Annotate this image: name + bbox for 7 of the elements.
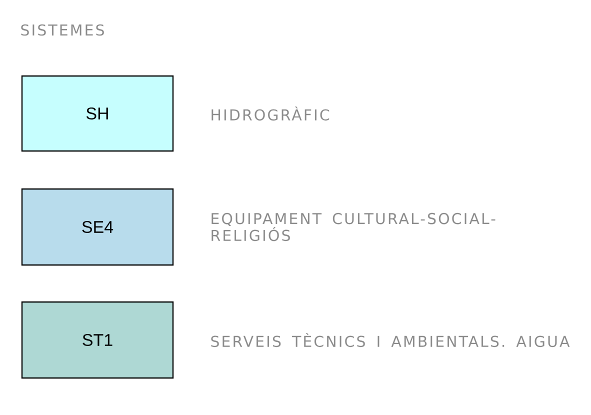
swatch-code: ST1: [82, 334, 112, 346]
legend-title: SISTEMES: [21, 24, 104, 36]
legend-text: HIDROGRÀFIC: [212, 106, 330, 121]
swatch-code: SH: [86, 107, 108, 120]
legend-text: EQUIPAMENT CULTURAL-SOCIAL-RELIGIÓS: [212, 212, 496, 242]
swatch-code: SE4: [82, 220, 114, 234]
legend-text: SERVEIS TÈCNICS I AMBIENTALS. AIGUA: [211, 332, 570, 348]
